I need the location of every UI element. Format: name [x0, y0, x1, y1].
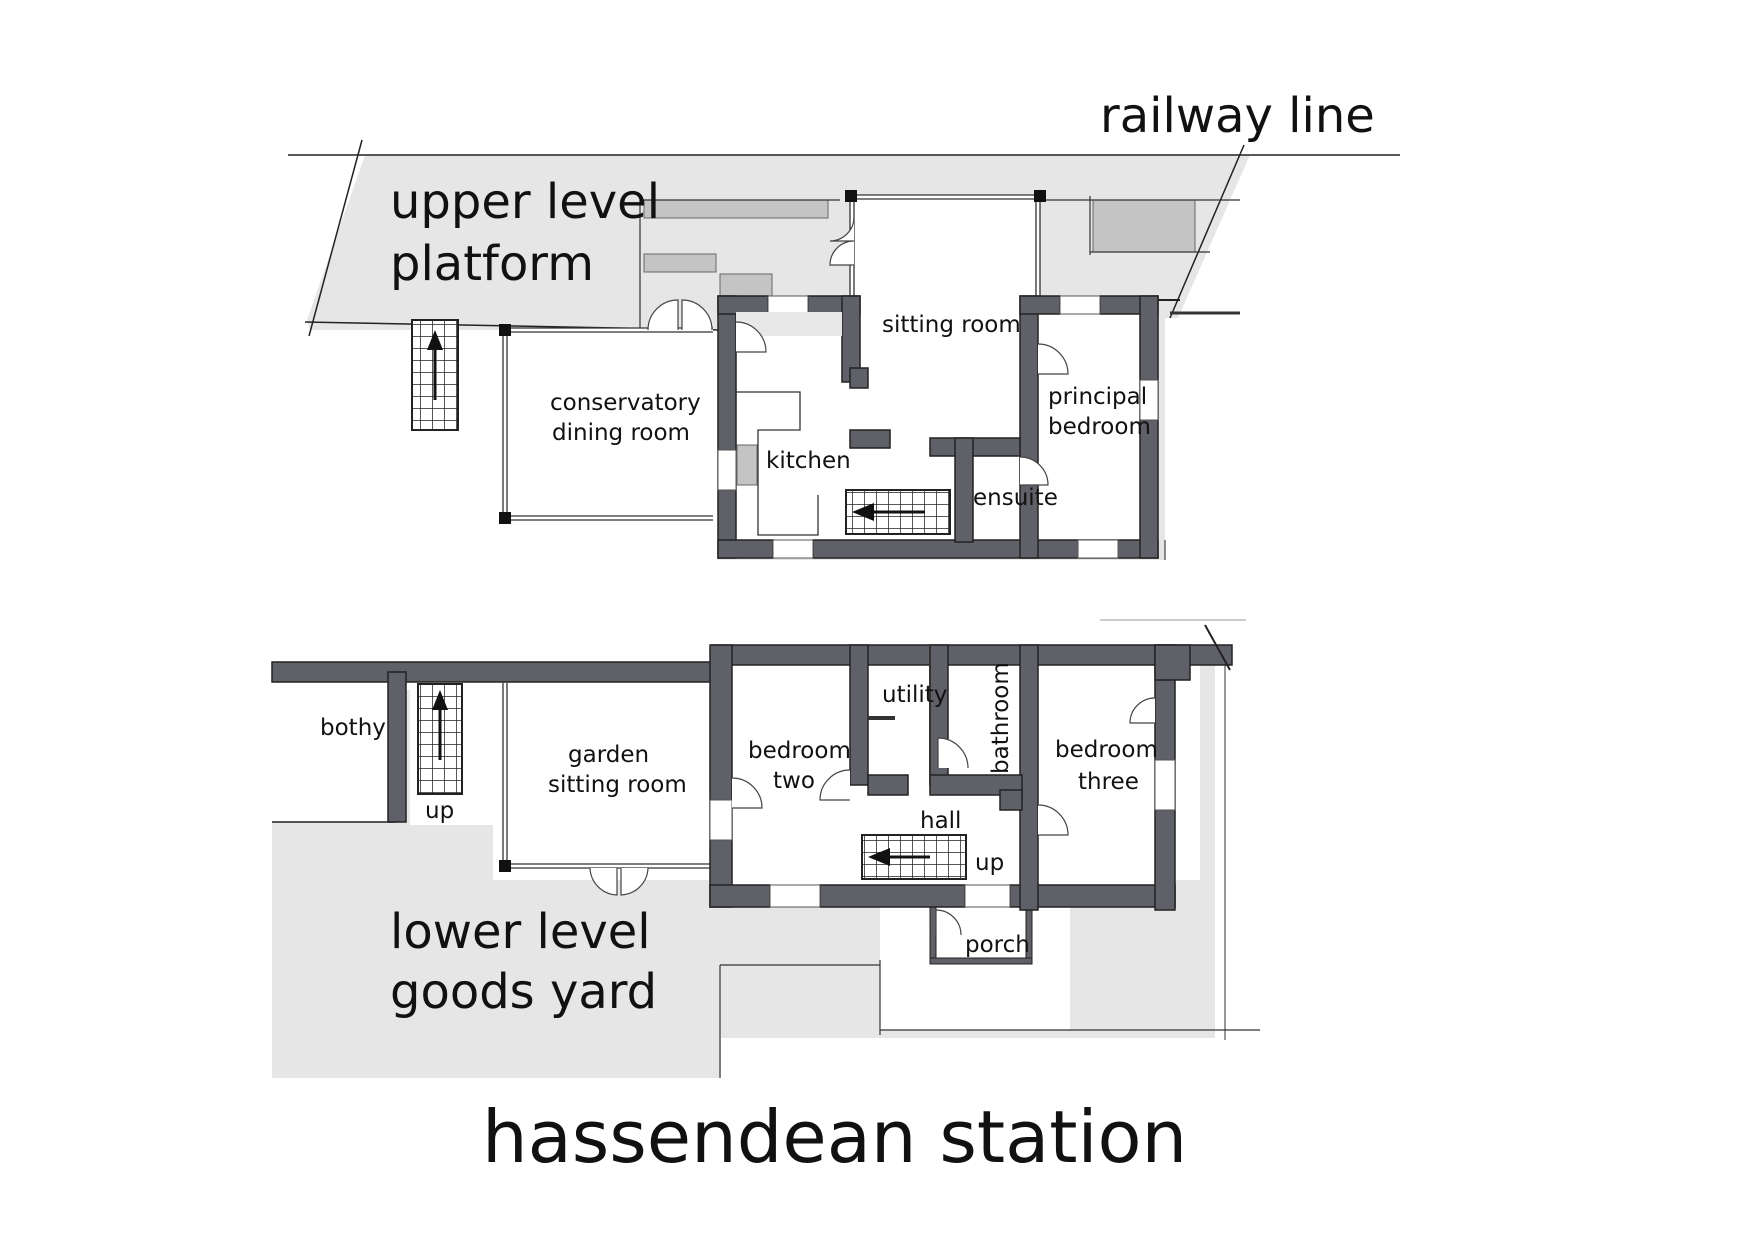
porch-wall	[929, 957, 1033, 965]
ensuite-label: ensuite	[973, 485, 1058, 511]
garden-sitting-room-label: sitting room	[548, 772, 687, 798]
plan-title: hassendean station	[482, 1095, 1187, 1179]
upper-level-label: upper level	[390, 174, 660, 230]
stair-arrow-head	[432, 690, 448, 710]
hall-stair-up-label: up	[975, 850, 1004, 876]
hall-label: hall	[920, 808, 961, 834]
goods-yard-label: goods yard	[390, 964, 657, 1020]
porch-label: porch	[965, 932, 1030, 958]
bedroom-two-number: two	[773, 768, 815, 794]
stair-up-label: up	[425, 798, 454, 824]
garden-label: garden	[568, 742, 649, 768]
stair-arrow-head	[868, 848, 890, 866]
platform-bench	[643, 253, 717, 273]
upper-level-plan	[288, 139, 1400, 560]
sitting-room-bay	[829, 190, 1046, 303]
platform-bench	[719, 273, 773, 299]
porch-door	[935, 909, 962, 936]
kitchen-counter	[736, 391, 819, 536]
plan-labels: railway line upper level platform sittin…	[320, 88, 1375, 1179]
bedroom-label: bedroom	[1048, 414, 1151, 440]
kitchen-range	[736, 444, 758, 486]
lower-level-plan	[271, 619, 1260, 1078]
lower-windows	[709, 759, 1176, 908]
bothy-label: bothy	[320, 715, 386, 741]
lower-level-label: lower level	[390, 904, 651, 960]
platform-bench	[643, 199, 829, 219]
wall-tail	[1204, 624, 1231, 671]
upper-doors	[735, 321, 1069, 486]
garden-sitting-room	[499, 683, 713, 896]
upper-windows	[717, 295, 1159, 559]
platform-label: platform	[390, 236, 594, 292]
porch-wall	[929, 902, 937, 964]
railway-line-label: railway line	[1100, 88, 1375, 144]
kitchen-label: kitchen	[766, 448, 851, 474]
bedroom-three-number: three	[1078, 769, 1139, 795]
lower-doors	[731, 697, 1156, 836]
stair-arrow-head	[427, 330, 443, 350]
principal-label: principal	[1048, 384, 1147, 410]
conservatory-door	[647, 299, 713, 331]
platform-edge-right	[1169, 144, 1245, 319]
bedroom-two-label: bedroom	[748, 738, 851, 764]
platform-shed	[1092, 199, 1196, 253]
bedroom-three-label: bedroom	[1055, 737, 1158, 763]
upper-walls	[717, 295, 1159, 559]
stair-arrow-head	[852, 503, 874, 521]
conservatory-dining-room	[499, 324, 713, 524]
bothy-room	[272, 672, 392, 822]
dining-room-label: dining room	[552, 420, 690, 446]
utility-label: utility	[882, 682, 947, 708]
sitting-room-label: sitting room	[882, 312, 1021, 338]
bathroom-label: bathroom	[988, 662, 1014, 774]
conservatory-label: conservatory	[550, 390, 701, 416]
platform-edge-left	[308, 139, 363, 337]
